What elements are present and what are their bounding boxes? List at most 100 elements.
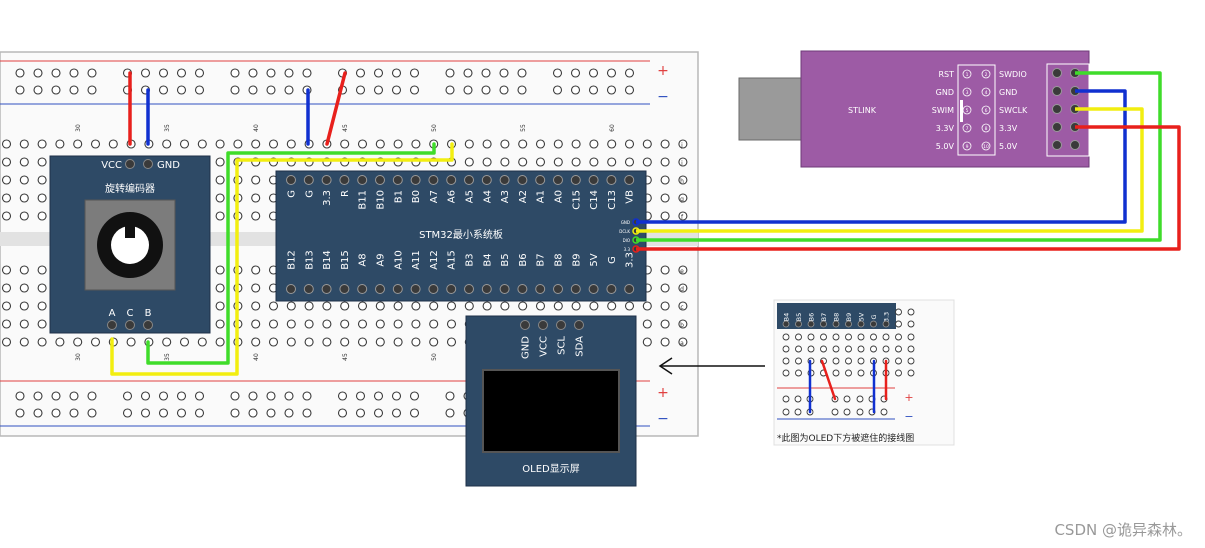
inset-hole [857,345,865,353]
breadboard-hole [481,85,491,95]
inset-pin-label: G [870,314,878,319]
breadboard-hole [1,157,12,167]
inset-header-pin [882,320,890,328]
breadboard-hole [482,157,492,167]
breadboard-hole [500,139,510,149]
column-number-top: 55 [520,124,527,132]
breadboard-hole [588,85,599,95]
breadboard-hole [322,337,332,347]
stm32-top-pin-label: B10 [376,190,387,210]
breadboard-hole [481,68,491,78]
stm32-top-pin-label: A3 [500,190,511,203]
breadboard-hole [15,408,25,418]
stm32-pin [481,284,492,294]
stm32-top-pin-label: A6 [447,190,458,203]
stm32-pin [499,175,510,185]
inset-hole [807,333,815,341]
stm32-pin [428,175,439,185]
breadboard-hole [286,139,296,149]
stlink-right-label: 5.0V [999,142,1018,151]
breadboard-hole [375,301,385,311]
inset-hole [870,345,877,353]
breadboard-hole [660,337,670,347]
breadboard-hole [517,85,527,95]
stlink-usb-plug [738,77,802,141]
stm32-pin [339,175,350,185]
breadboard-hole [69,85,79,95]
breadboard-hole [624,139,635,149]
stm32-pin [428,284,439,294]
inset-rail-hole [782,395,790,403]
encoder-shaft-notch [125,216,135,238]
breadboard-hole [304,337,314,347]
breadboard-hole [393,139,403,149]
breadboard-hole [445,391,455,401]
breadboard-hole [194,68,205,78]
breadboard-hole [1,301,12,311]
breadboard-hole [284,391,294,401]
stlink-header-pin [1070,140,1080,150]
breadboard-hole [215,211,225,221]
breadboard-hole [230,408,240,418]
encoder-vcc-pin [125,159,135,169]
stlink-header-pin [1052,104,1062,114]
column-number-top: 35 [164,124,171,132]
inset-header-pin [832,320,840,328]
breadboard-hole [302,408,312,418]
breadboard-hole [624,301,635,311]
inset-hole [782,357,790,365]
wire-red-3v3 [636,125,1181,251]
breadboard-hole [624,68,635,78]
inset-hole [782,369,790,377]
row-letter: b [680,322,684,329]
inset-header-pin [820,320,827,328]
breadboard-hole [251,319,261,329]
stm32-pin [410,284,421,294]
stm32-pin [624,284,635,294]
breadboard-hole [1,265,12,275]
breadboard-hole [642,301,652,311]
breadboard-hole [215,319,225,329]
stlink-left-label: SWIM [932,106,954,115]
inset-pin-label: B5 [795,313,803,322]
breadboard-hole [215,337,225,347]
breadboard-hole [73,337,83,347]
stm32-pin [392,284,403,294]
encoder-c-pin [125,320,135,330]
inset-hole [857,357,865,365]
breadboard-hole [482,301,492,311]
breadboard-hole [464,157,474,167]
stm32-bottom-pin-label: A8 [358,253,369,266]
breadboard-hole [518,139,528,149]
breadboard-hole [642,157,652,167]
column-number-top: 30 [75,124,82,132]
breadboard-hole [1,337,12,347]
breadboard-hole [518,301,528,311]
inset-hole [907,308,915,316]
breadboard-hole [660,283,670,293]
breadboard-hole [215,139,225,149]
stlink-left-label: GND [936,88,954,97]
inset-hole [820,333,827,341]
stm32-pin [410,175,421,185]
breadboard-hole [37,337,47,347]
breadboard-hole [197,139,207,149]
breadboard-hole [37,193,47,203]
encoder-title: 旋转编码器 [105,182,155,195]
stlink-pin [981,123,991,133]
stm32-top-pin-label: R [340,190,351,197]
breadboard-hole [176,85,187,95]
stlink-pin-number: 5 [966,108,969,114]
inset-pin-label: B7 [820,313,828,322]
stm32-bottom-pin-label: B3 [465,253,476,266]
column-number-bottom: 45 [342,353,349,361]
stlink-right-label: 3.3V [999,124,1018,133]
inset-caption: *此图为OLED下方被遮住的接线图 [777,432,914,444]
breadboard-hole [391,391,402,401]
breadboard-hole [589,157,599,167]
stm32-pin [286,284,296,294]
stlink-header-pin [1052,86,1062,96]
breadboard-hole [19,193,29,203]
inset-header-pin [782,320,790,328]
stm32-bottom-pin-label: B6 [518,253,529,266]
